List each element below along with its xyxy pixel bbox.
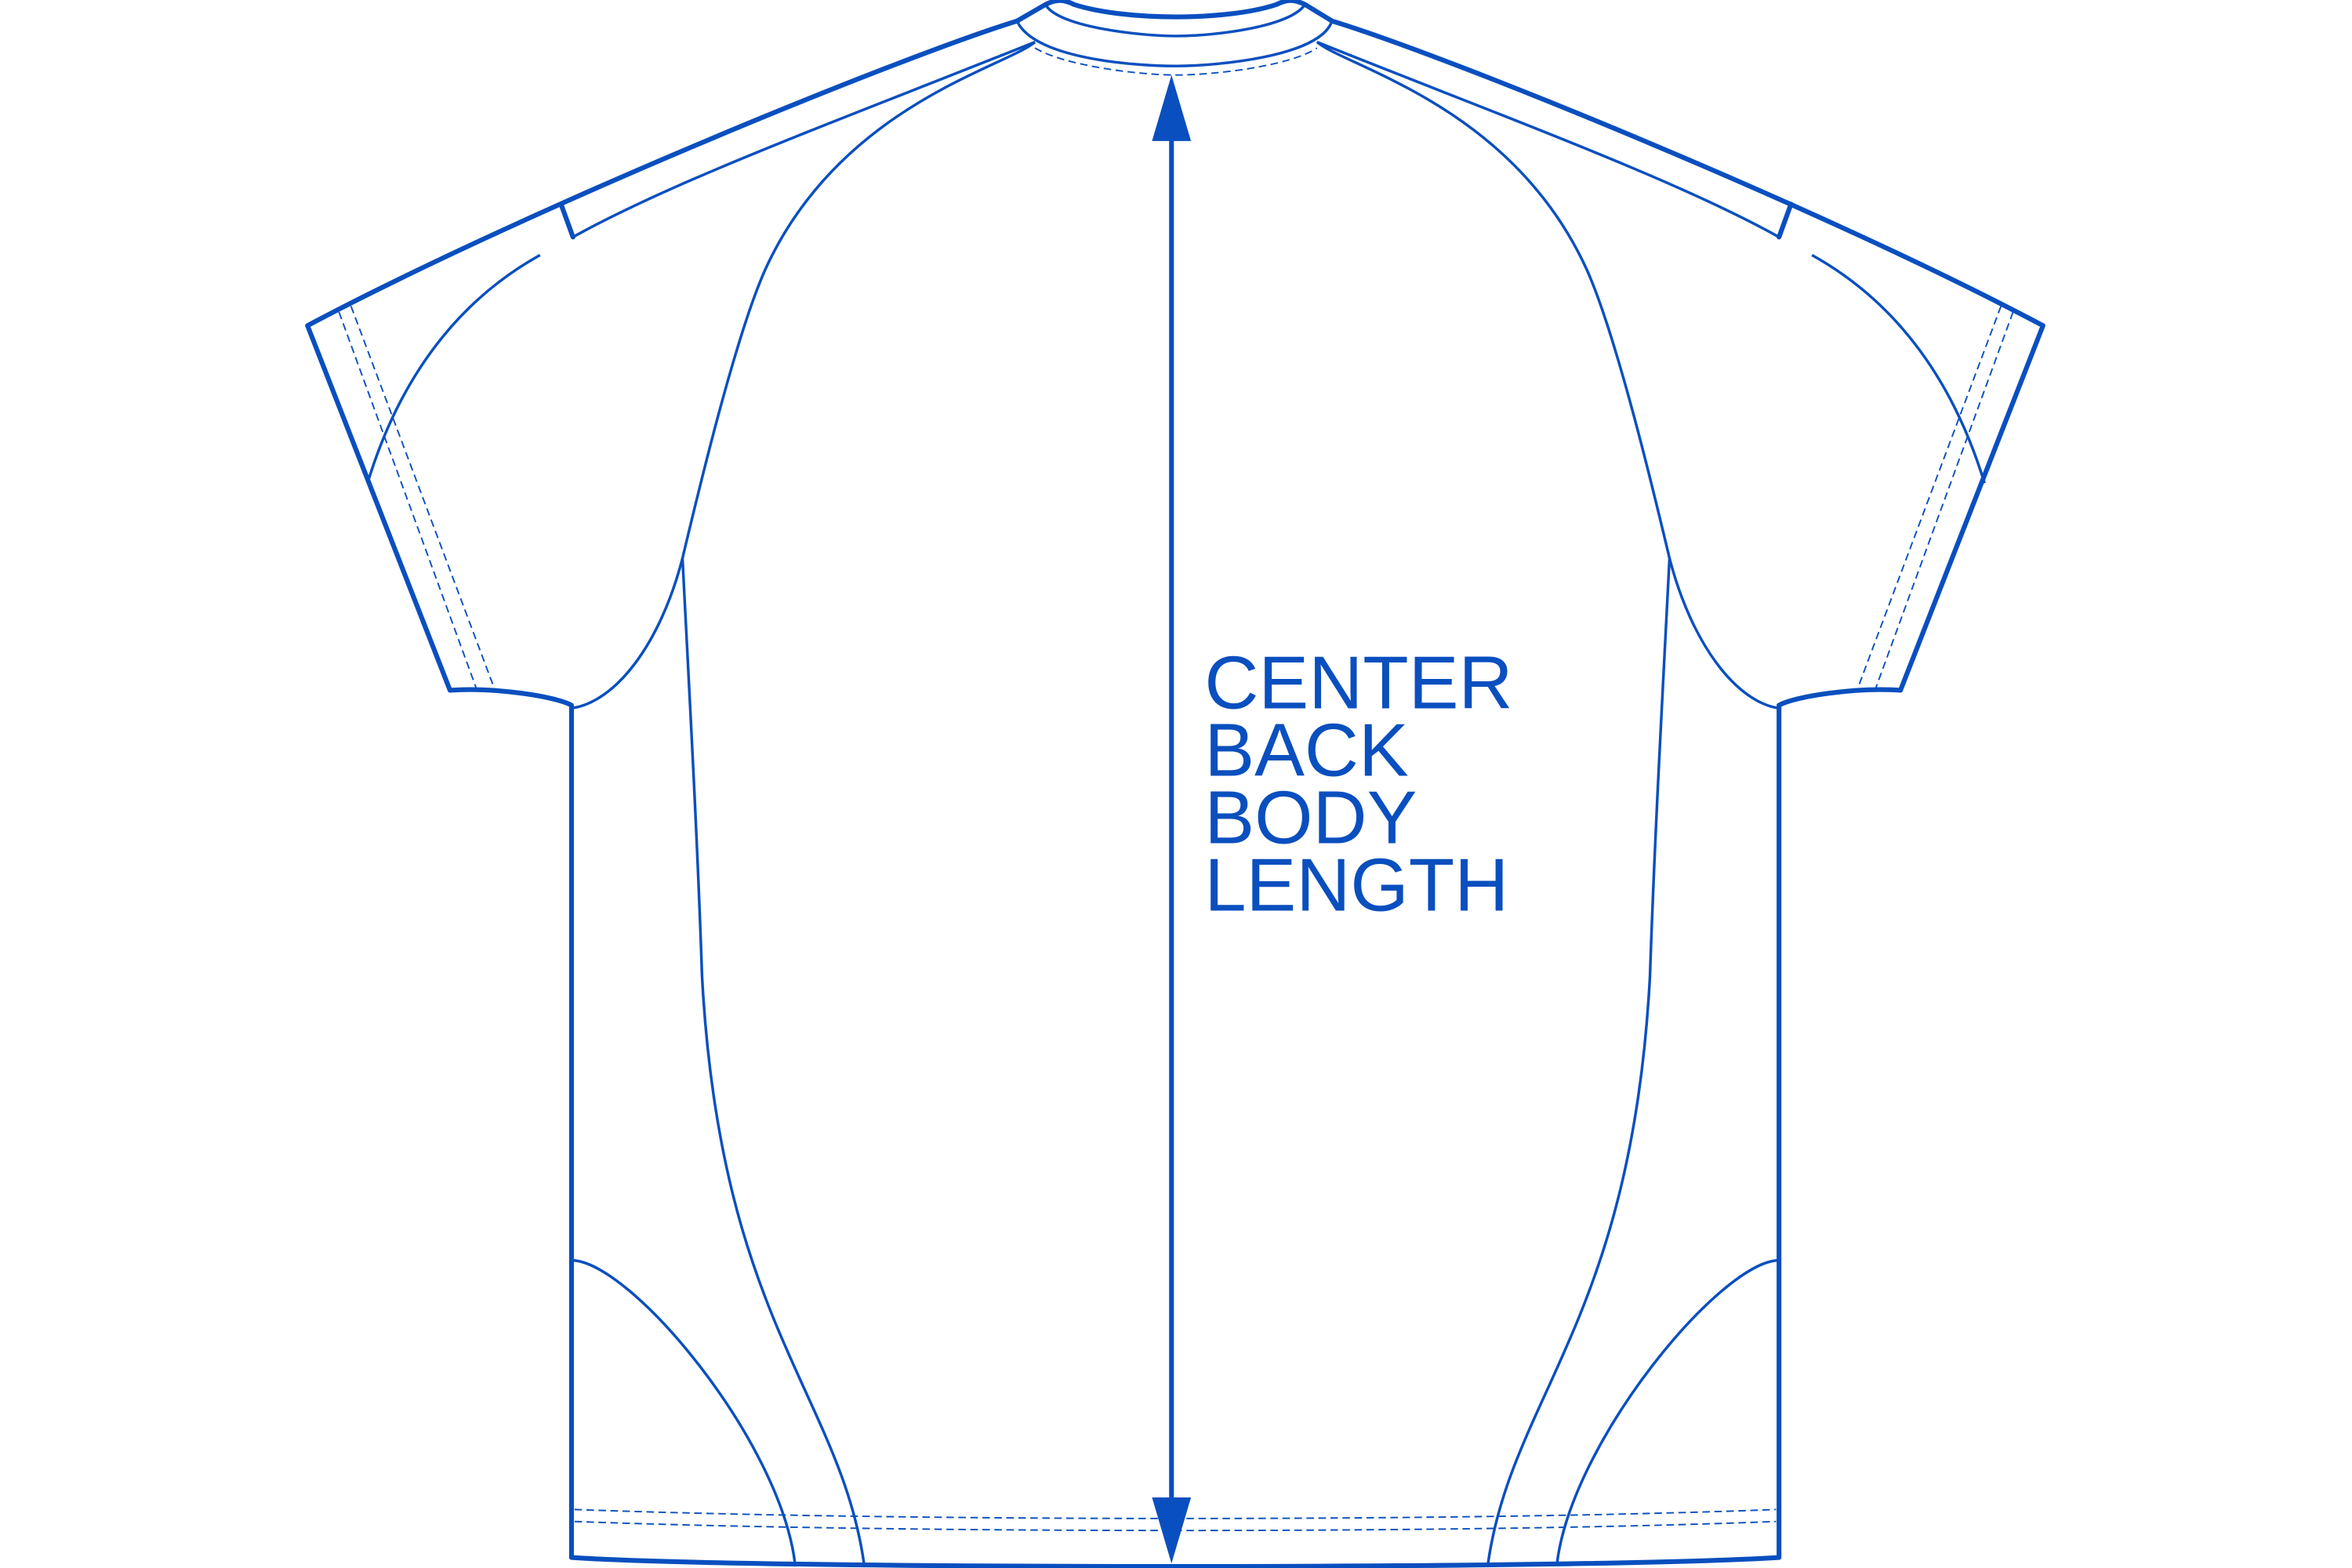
label-line-4: LENGTH	[1204, 844, 1508, 927]
label-line-3: BODY	[1204, 776, 1417, 860]
label-line-2: BACK	[1204, 708, 1408, 792]
measurement-label: CENTER BACK BODY LENGTH	[1204, 641, 1512, 927]
seams	[338, 40, 2014, 1564]
arrow-up-icon	[1152, 74, 1192, 141]
collar	[1015, 3, 1334, 76]
measurement-arrow	[1152, 74, 1192, 1564]
label-line-1: CENTER	[1204, 641, 1512, 724]
arrow-down-icon	[1152, 1497, 1192, 1564]
shirt-outline	[305, 0, 2045, 1568]
